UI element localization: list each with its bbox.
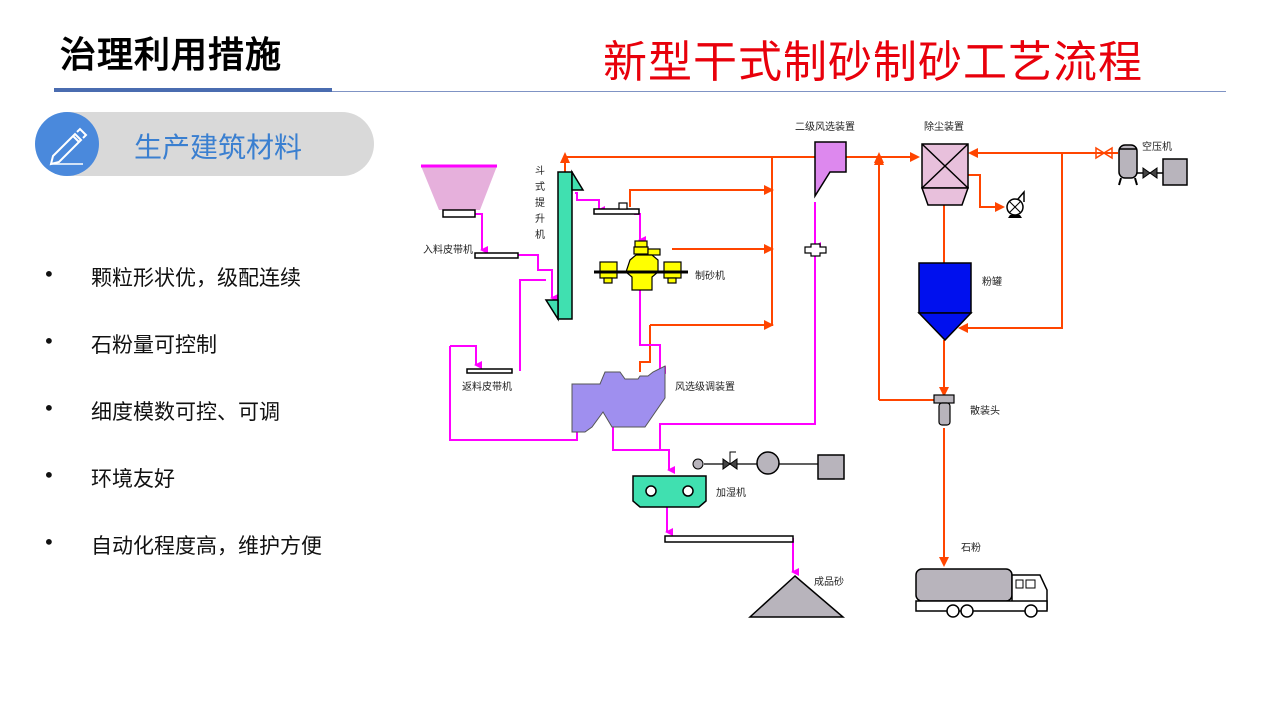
humidifier bbox=[632, 475, 707, 508]
material-flow-lines bbox=[449, 192, 821, 576]
bullet-icon: • bbox=[43, 530, 55, 554]
svg-text:斗: 斗 bbox=[535, 165, 545, 177]
title-underline bbox=[54, 88, 332, 92]
svg-text:式: 式 bbox=[535, 180, 545, 193]
bullet-icon: • bbox=[43, 396, 55, 420]
powder-tank-label: 粉罐 bbox=[982, 275, 1002, 288]
bulk-head-label: 散装头 bbox=[970, 404, 1000, 417]
air-line-tank bbox=[958, 153, 1063, 333]
air-line-belt bbox=[629, 185, 774, 207]
feature-item: • 自动化程度高，维护方便 bbox=[40, 530, 322, 597]
bullet-icon: • bbox=[43, 262, 55, 286]
feed-belt-label: 入料皮带机 bbox=[423, 243, 473, 256]
feature-text: 环境友好 bbox=[91, 467, 175, 491]
svg-text:提: 提 bbox=[535, 197, 545, 209]
air-line-elevator-top bbox=[564, 156, 816, 172]
humidifier-label: 加湿机 bbox=[716, 486, 746, 499]
feature-list: • 颗粒形状优，级配连续 • 石粉量可控制 • 细度模数可控、可调 • 环境友好 • 自动… bbox=[40, 262, 322, 597]
pencil-icon bbox=[35, 112, 99, 176]
air-compressor bbox=[1095, 144, 1188, 186]
sand-maker-label: 制砂机 bbox=[695, 269, 725, 282]
return-belt bbox=[466, 368, 513, 374]
bullet-icon: • bbox=[43, 329, 55, 353]
finished-sand-label: 成品砂 bbox=[814, 575, 844, 588]
feature-text: 石粉量可控制 bbox=[91, 333, 217, 357]
feed-hopper bbox=[421, 164, 497, 218]
sand-maker bbox=[594, 240, 688, 291]
return-belt-label: 返料皮带机 bbox=[462, 380, 512, 393]
bucket-elevator-label: 斗 式 提 升 机 bbox=[535, 165, 545, 241]
tanker-truck bbox=[915, 568, 1048, 618]
bullet-icon: • bbox=[43, 463, 55, 487]
bulk-loading-head bbox=[933, 394, 955, 426]
section-title: 治理利用措施 bbox=[60, 35, 283, 76]
fan-icon bbox=[1006, 189, 1025, 218]
dust-collector bbox=[920, 143, 970, 206]
topic-label: 生产建筑材料 bbox=[134, 131, 303, 164]
bucket-elevator bbox=[544, 169, 585, 322]
rotary-valve bbox=[804, 243, 827, 257]
svg-text:升: 升 bbox=[535, 213, 545, 225]
feed-belt bbox=[474, 252, 519, 259]
feature-item: • 细度模数可控、可调 bbox=[40, 396, 322, 463]
feature-item: • 颗粒形状优，级配连续 bbox=[40, 262, 322, 329]
air-flow-lines bbox=[564, 148, 1118, 567]
air-grading-label: 风选级调装置 bbox=[675, 380, 735, 393]
secondary-air-separator bbox=[814, 141, 847, 199]
feature-item: • 石粉量可控制 bbox=[40, 329, 322, 396]
secondary-air-sep-label: 二级风选装置 bbox=[795, 120, 855, 133]
air-grading-device bbox=[571, 365, 666, 433]
distribution-belt bbox=[593, 202, 640, 215]
feature-item: • 环境友好 bbox=[40, 463, 322, 530]
feature-text: 自动化程度高，维护方便 bbox=[91, 534, 322, 558]
air-compressor-label: 空压机 bbox=[1142, 140, 1172, 153]
stone-powder-label: 石粉 bbox=[961, 541, 981, 554]
dust-collector-label: 除尘装置 bbox=[924, 120, 964, 133]
air-line-fan bbox=[968, 174, 1005, 212]
slide-title: 新型干式制砂制砂工艺流程 bbox=[603, 37, 1143, 88]
product-belt bbox=[664, 535, 794, 543]
air-line-down bbox=[639, 325, 651, 372]
svg-text:机: 机 bbox=[535, 228, 545, 241]
feature-text: 细度模数可控、可调 bbox=[91, 400, 280, 424]
finished-sand-pile bbox=[748, 574, 846, 618]
arrow-up-icon bbox=[874, 152, 884, 163]
arrow-up-icon bbox=[560, 152, 570, 163]
water-supply-line bbox=[692, 451, 845, 480]
powder-tank bbox=[917, 262, 973, 342]
feature-text: 颗粒形状优，级配连续 bbox=[91, 266, 301, 290]
header-divider bbox=[332, 91, 1226, 92]
